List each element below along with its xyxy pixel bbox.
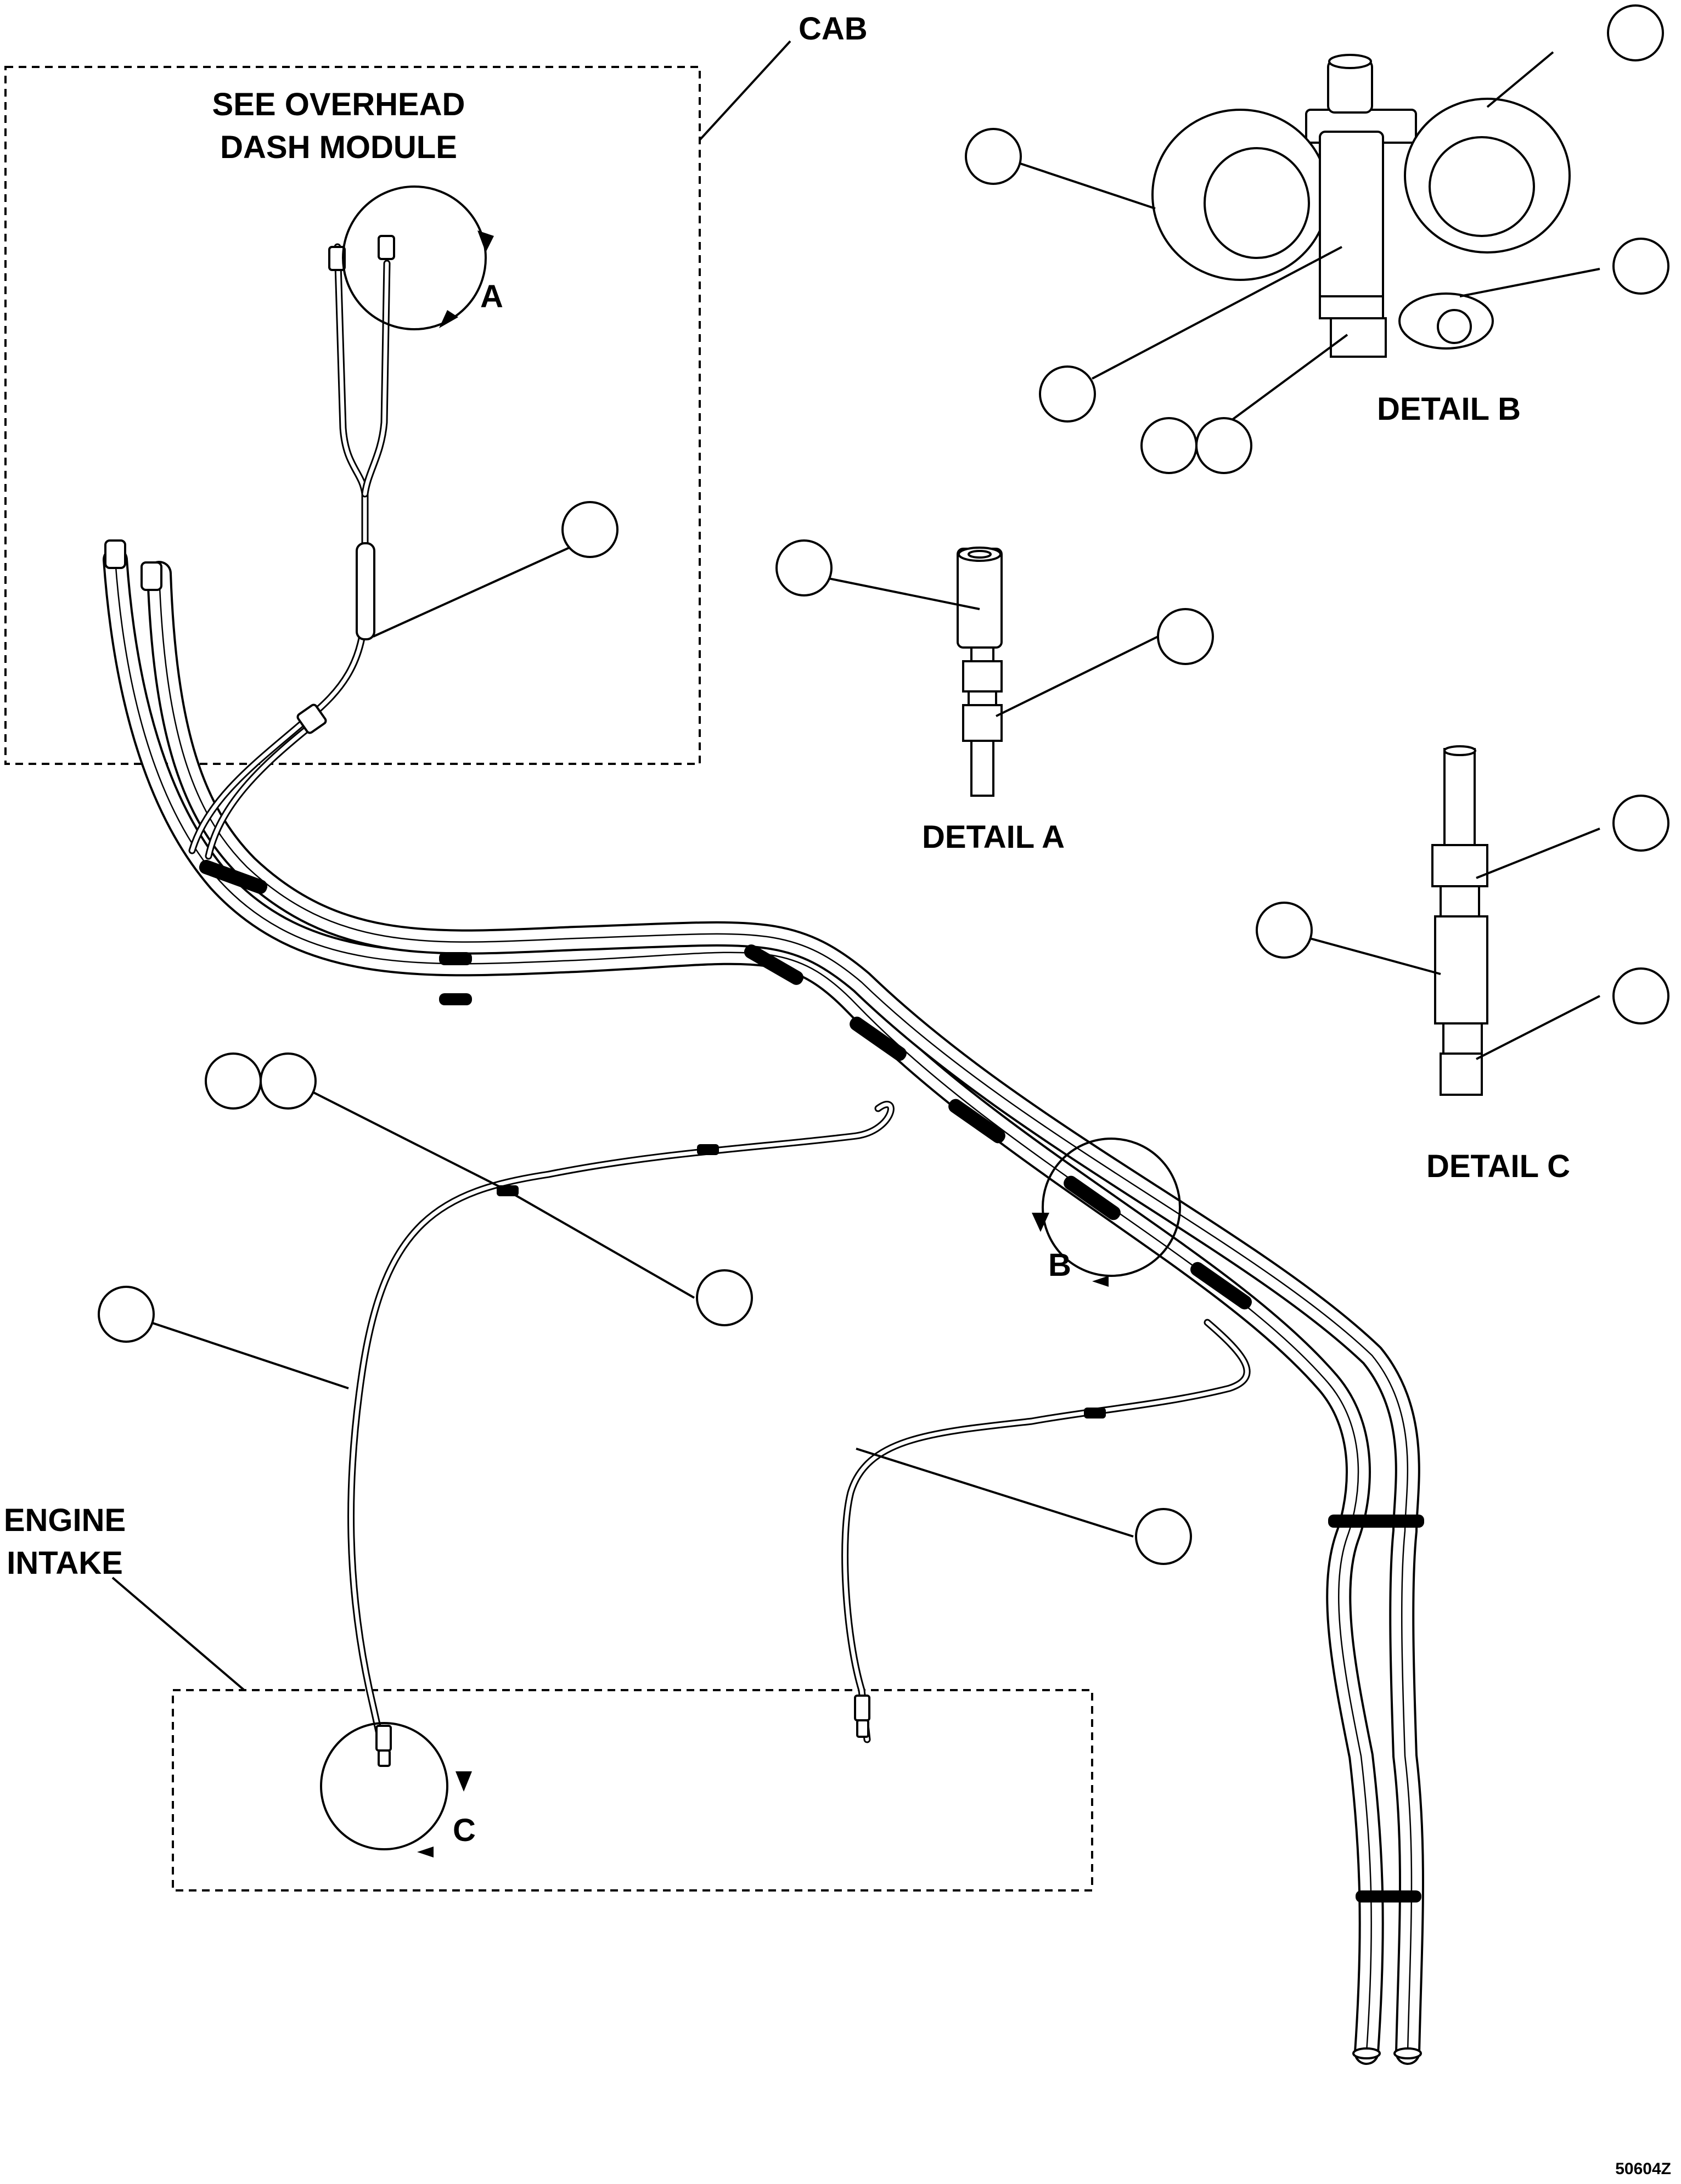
callout-c: C [320, 1722, 476, 1857]
balloon-detail-c-fitting [1612, 967, 1669, 1025]
detail-a-label: DETAIL A [922, 819, 1065, 855]
svg-text:B: B [1048, 1247, 1071, 1283]
balloon-tube-clip-2 [260, 1052, 317, 1110]
cab-leader-line [699, 40, 791, 141]
hose-clamp [948, 1099, 1005, 1144]
line-clip [1084, 1408, 1106, 1419]
balloon-detail-a-nut [1157, 608, 1214, 665]
balloon-leaders [126, 51, 1600, 1538]
intake-label: INTAKE [7, 1545, 123, 1581]
balloon-detail-b-clamp-left [965, 128, 1022, 185]
hose-end-fitting [104, 539, 126, 569]
balloon-detail-b-nut-2 [1195, 417, 1252, 474]
hose-end-open [1352, 2047, 1381, 2059]
detail-b-label: DETAIL B [1377, 391, 1521, 427]
hose-clamp [1064, 1175, 1121, 1220]
balloon-detail-b-nut-1 [1140, 417, 1197, 474]
cab-harness-pigtail [188, 235, 395, 860]
svg-text:A: A [480, 279, 503, 314]
hose-clamp [439, 952, 472, 965]
callout-b: B [1032, 1138, 1181, 1287]
detail-b-drawing [1151, 54, 1571, 358]
hose-clamp [199, 859, 268, 894]
dash-module-label: DASH MODULE [220, 130, 457, 165]
balloon-detail-b-clamp-right [1607, 4, 1664, 61]
hose-clamp [744, 944, 804, 985]
balloon-tube-clip-3 [696, 1269, 753, 1326]
callout-a: A [342, 185, 503, 330]
hose-clamp [850, 1016, 907, 1061]
balloon-detail-a-fitting [775, 539, 833, 596]
air-line-right [841, 1319, 1251, 1743]
hose-end-fitting [140, 561, 162, 591]
balloon-detail-c-nut [1612, 795, 1669, 852]
balloon-detail-c-body [1256, 902, 1313, 959]
balloon-right-line [1135, 1508, 1192, 1565]
balloon-detail-b-small-clamp [1612, 238, 1669, 295]
line-clip [697, 1144, 719, 1155]
hose-clamps [199, 859, 1424, 1902]
air-line-left [347, 1101, 895, 1767]
balloon-tube-clip-1 [205, 1052, 262, 1110]
cab-label: CAB [799, 11, 868, 47]
engine-intake-region-box [172, 1689, 1093, 1892]
hose-clamp [439, 993, 472, 1005]
svg-text:C: C [453, 1813, 476, 1848]
hose-clamp [1190, 1262, 1252, 1310]
drawing-number: 50604Z [1615, 2160, 1671, 2178]
balloon-engine-line [98, 1286, 155, 1343]
detail-c-label: DETAIL C [1426, 1149, 1570, 1184]
balloon-detail-b-stud [1039, 365, 1096, 423]
engine-label: ENGINE [4, 1502, 126, 1538]
hose-clamp [1328, 1515, 1424, 1528]
hose-end-open [1393, 2047, 1422, 2059]
balloon-cab-harness [561, 501, 619, 558]
detail-a-drawing [957, 547, 1003, 797]
engine-intake-leader-line [111, 1577, 245, 1691]
balloons [98, 4, 1669, 1565]
see-overhead-label: SEE OVERHEAD [212, 87, 465, 122]
hose-clamp [1356, 1890, 1421, 1902]
main-hose-bundle [103, 539, 1424, 2065]
detail-c-drawing [1431, 745, 1488, 1096]
cab-region-box [4, 66, 701, 765]
